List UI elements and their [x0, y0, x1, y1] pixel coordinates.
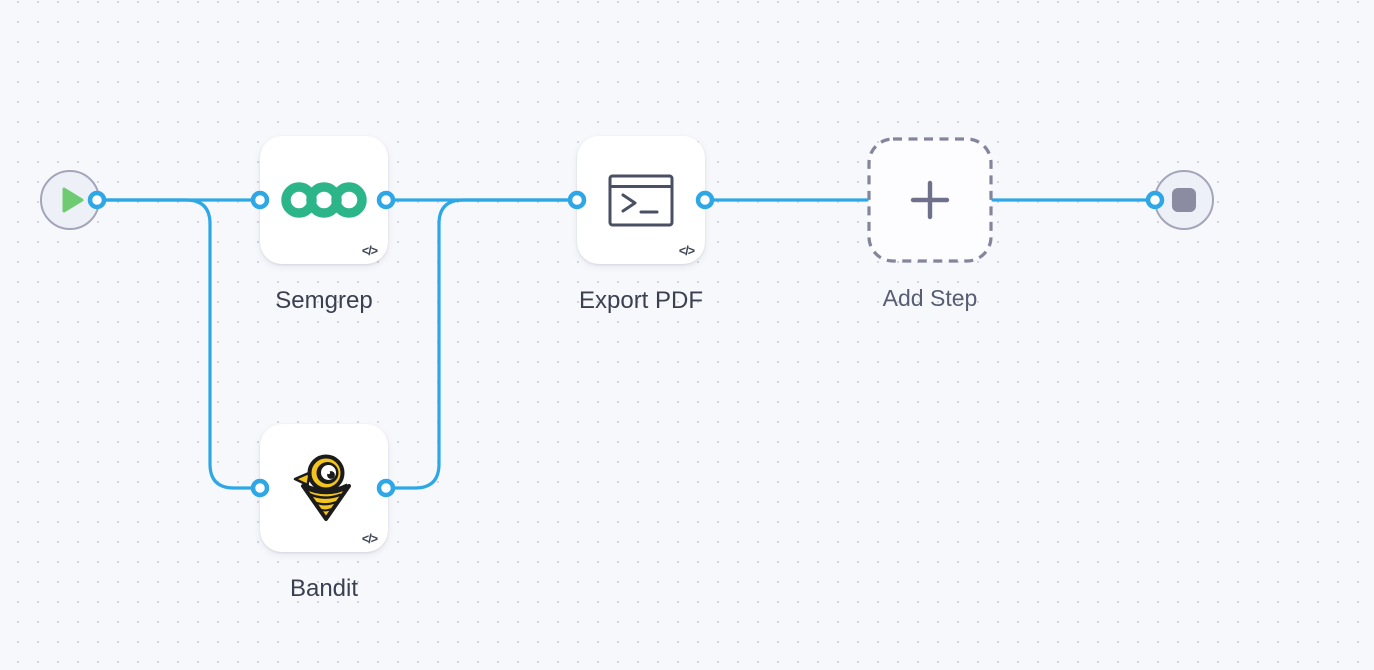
node-export-pdf[interactable]: </> [577, 136, 705, 264]
code-badge-icon: </> [678, 244, 695, 258]
node-bandit[interactable]: </> [260, 424, 388, 552]
semgrep-logo [281, 182, 367, 218]
edge-bandit-exportpdf[interactable] [384, 198, 579, 490]
edge-start-bandit[interactable] [95, 198, 262, 490]
node-label-semgrep: Semgrep [275, 287, 373, 314]
bandit-logo [293, 454, 351, 521]
node-label-bandit: Bandit [289, 575, 359, 602]
end-node[interactable] [1154, 170, 1214, 230]
node-label-export-pdf: Export PDF [578, 287, 704, 314]
play-icon [62, 187, 83, 213]
add-step-node[interactable] [867, 137, 993, 263]
code-badge-icon: </> [361, 532, 378, 546]
stop-icon [1172, 188, 1196, 212]
code-badge-icon: </> [361, 244, 378, 258]
plus-icon [910, 180, 950, 220]
terminal-icon [608, 174, 674, 226]
node-label-add-step: Add Step [882, 285, 978, 311]
start-node[interactable] [40, 170, 100, 230]
node-semgrep[interactable]: </> [260, 136, 388, 264]
